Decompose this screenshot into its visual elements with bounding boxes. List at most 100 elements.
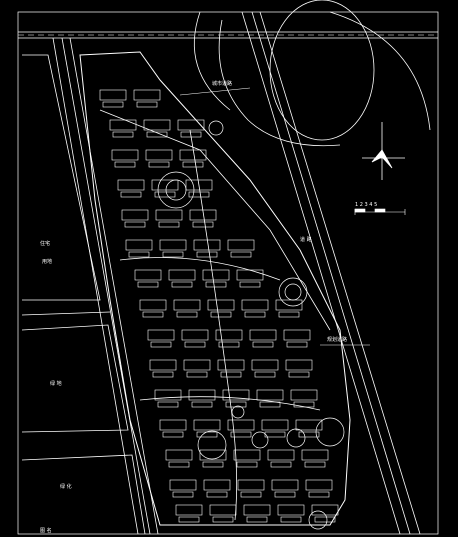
residential-block-annex — [246, 516, 268, 523]
residential-block — [241, 299, 269, 311]
residential-block — [217, 359, 245, 371]
plaza-circle-8 — [251, 431, 269, 449]
residential-block — [271, 479, 299, 491]
residential-block — [159, 419, 187, 431]
residential-block-annex — [146, 131, 168, 138]
residential-block — [177, 119, 205, 131]
residential-block — [243, 504, 271, 516]
residential-block-annex — [178, 516, 200, 523]
east-road-edge-1 — [241, 11, 401, 535]
residential-block-annex — [218, 341, 240, 348]
residential-block-annex — [162, 251, 184, 258]
residential-block-annex — [236, 461, 258, 468]
residential-block-annex — [308, 491, 330, 498]
residential-block — [134, 269, 162, 281]
residential-block-annex — [158, 221, 180, 228]
residential-block-annex — [264, 431, 286, 438]
residential-block-annex — [230, 431, 252, 438]
residential-block — [193, 239, 221, 251]
residential-block-annex — [128, 251, 150, 258]
residential-block — [99, 89, 127, 101]
west-plot-lower — [21, 324, 129, 433]
scale-bar-icon — [354, 208, 406, 215]
drawing-frame — [17, 11, 439, 535]
residential-block-annex — [154, 191, 176, 198]
residential-block-annex — [196, 431, 218, 438]
residential-block-annex — [124, 221, 146, 228]
road-note-east: 道 路 — [300, 237, 312, 243]
residential-block-annex — [240, 491, 262, 498]
residential-block — [285, 359, 313, 371]
residential-block-annex — [176, 311, 198, 318]
residential-block-annex — [142, 311, 164, 318]
residential-block — [311, 504, 339, 516]
residential-block — [251, 359, 279, 371]
residential-block-annex — [205, 281, 227, 288]
plaza-circle-5 — [315, 417, 345, 447]
residential-block-annex — [202, 461, 224, 468]
residential-block-annex — [157, 401, 179, 408]
plaza-circle-1 — [157, 171, 195, 209]
west-plot-divider — [21, 311, 111, 316]
residential-block-annex — [196, 251, 218, 258]
residential-block — [179, 149, 207, 161]
residential-block-annex — [192, 221, 214, 228]
plot-label-west-upper: 住宅 — [40, 241, 51, 247]
plaza-circle-3 — [208, 120, 224, 136]
residential-block — [133, 89, 161, 101]
residential-block-annex — [230, 251, 252, 258]
interchange-ramp-3 — [329, 11, 431, 131]
residential-block — [154, 389, 182, 401]
residential-block-annex — [150, 341, 172, 348]
residential-block — [155, 209, 183, 221]
residential-block — [147, 329, 175, 341]
residential-block-annex — [102, 101, 124, 108]
residential-block — [207, 299, 235, 311]
residential-block-annex — [112, 131, 134, 138]
residential-block — [301, 449, 329, 461]
residential-block-annex — [259, 401, 281, 408]
residential-block-annex — [114, 161, 136, 168]
residential-block — [215, 329, 243, 341]
residential-block — [139, 299, 167, 311]
residential-block — [227, 419, 255, 431]
residential-block — [121, 209, 149, 221]
plot-label-west-mid: 绿 地 — [50, 381, 62, 387]
residential-block-annex — [186, 371, 208, 378]
residential-block-annex — [137, 281, 159, 288]
west-road-edge-2 — [69, 37, 159, 535]
residential-block-annex — [288, 371, 310, 378]
north-arrow-icon — [362, 122, 405, 180]
residential-block — [199, 449, 227, 461]
plot-label-west-upper2: 用地 — [42, 259, 53, 265]
plaza-circle-1-inner — [165, 179, 187, 201]
residential-block-annex — [188, 191, 210, 198]
plot-label-west-low: 绿 化 — [60, 484, 72, 490]
residential-block — [233, 449, 261, 461]
residential-block — [283, 329, 311, 341]
west-road-edge-1 — [61, 37, 151, 535]
west-plot-bottom — [21, 454, 146, 535]
west-road-edge-3 — [52, 37, 139, 535]
residential-block — [277, 504, 305, 516]
plaza-circle-2-inner — [284, 283, 302, 301]
residential-block-annex — [171, 281, 193, 288]
residential-block-annex — [212, 516, 234, 523]
residential-block — [202, 269, 230, 281]
interchange-loop — [269, 0, 375, 141]
residential-block — [165, 449, 193, 461]
residential-block-annex — [182, 161, 204, 168]
residential-block-annex — [252, 341, 274, 348]
bottom-note: 图 名 — [40, 528, 52, 534]
residential-block — [145, 149, 173, 161]
residential-block-annex — [206, 491, 228, 498]
residential-block-annex — [152, 371, 174, 378]
residential-block-annex — [274, 491, 296, 498]
residential-block — [275, 299, 303, 311]
residential-block — [227, 239, 255, 251]
residential-block-annex — [293, 401, 315, 408]
residential-block — [173, 299, 201, 311]
inner-road-4 — [189, 129, 238, 521]
